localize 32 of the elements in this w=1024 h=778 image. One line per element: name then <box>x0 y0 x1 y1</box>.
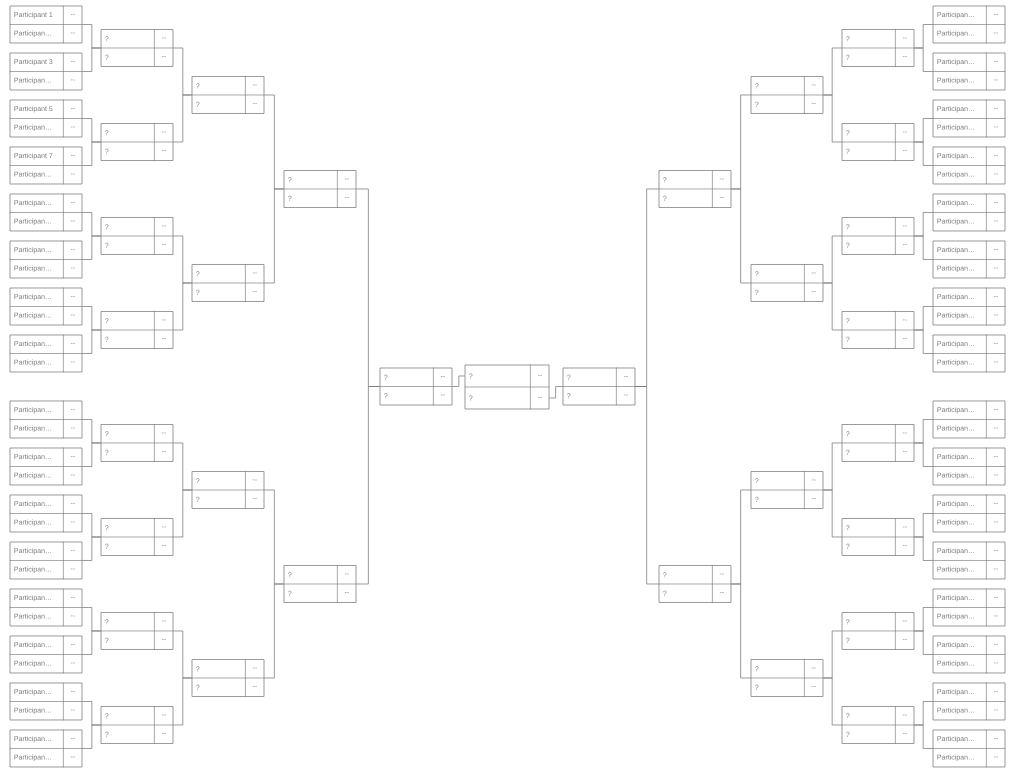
connector-line <box>82 630 101 655</box>
connector-line <box>823 677 842 726</box>
connector-line <box>731 583 751 679</box>
connector-line <box>173 282 192 331</box>
connector-line <box>914 235 933 260</box>
connector-line <box>173 94 192 143</box>
connector-line <box>452 375 465 387</box>
connector-line <box>264 188 284 284</box>
connector-line <box>82 536 101 561</box>
connector-line <box>173 489 192 538</box>
connector-line <box>823 282 842 331</box>
connector-line <box>82 724 101 749</box>
connector-line <box>823 489 842 538</box>
connector-line <box>914 442 933 467</box>
connector-line <box>82 329 101 354</box>
connector-line <box>264 583 284 679</box>
connector-line <box>914 536 933 561</box>
connector-line <box>82 141 101 166</box>
connector-line <box>914 141 933 166</box>
connector-line <box>823 94 842 143</box>
connector-line <box>914 630 933 655</box>
connector-line <box>82 442 101 467</box>
connector-line <box>914 47 933 72</box>
connector-line <box>82 47 101 72</box>
connector-line <box>173 677 192 726</box>
connector-line <box>635 386 659 585</box>
connector-line <box>914 724 933 749</box>
connector-line <box>731 188 751 284</box>
connector-line <box>914 329 933 354</box>
connector-line <box>549 386 563 399</box>
connector-line <box>82 235 101 260</box>
connector-line <box>356 386 380 585</box>
